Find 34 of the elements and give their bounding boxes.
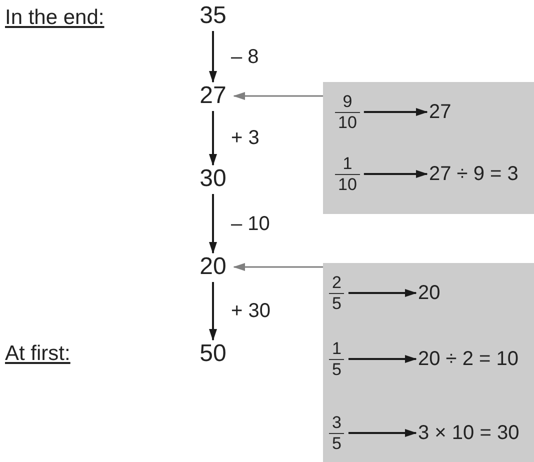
fraction: 9 10 [335, 92, 360, 133]
row-heading: At first: [5, 342, 70, 366]
number: 27 [196, 84, 230, 108]
result-text: 20 [418, 283, 440, 303]
arrow [348, 289, 417, 297]
fraction: 2 5 [329, 273, 344, 314]
edge-label: – 10 [231, 214, 270, 234]
fraction: 1 5 [329, 339, 344, 380]
result-text: 27 ÷ 9 = 3 [429, 164, 518, 184]
edge-label: – 8 [231, 46, 259, 66]
shaded-panel [323, 263, 534, 462]
number: 20 [196, 255, 230, 279]
edge-label: + 3 [231, 128, 260, 148]
row-heading: In the end: [5, 6, 104, 30]
shaded-panel [323, 82, 534, 214]
result-text: 3 × 10 = 30 [418, 423, 520, 443]
arrow [209, 111, 217, 166]
arrow [209, 194, 217, 254]
arrow [209, 282, 217, 341]
arrow [348, 429, 417, 437]
arrow [233, 263, 323, 271]
arrow [209, 31, 217, 83]
result-text: 27 [429, 102, 452, 122]
number: 30 [196, 167, 230, 191]
fraction: 1 10 [335, 154, 360, 195]
edge-label: + 30 [231, 301, 270, 321]
arrow [348, 355, 417, 363]
arrow [364, 108, 428, 116]
fraction: 3 5 [329, 413, 344, 454]
arrow [364, 170, 428, 178]
arrow [233, 92, 323, 100]
number: 50 [196, 342, 230, 366]
result-text: 20 ÷ 2 = 10 [418, 349, 518, 369]
number: 35 [196, 4, 230, 28]
